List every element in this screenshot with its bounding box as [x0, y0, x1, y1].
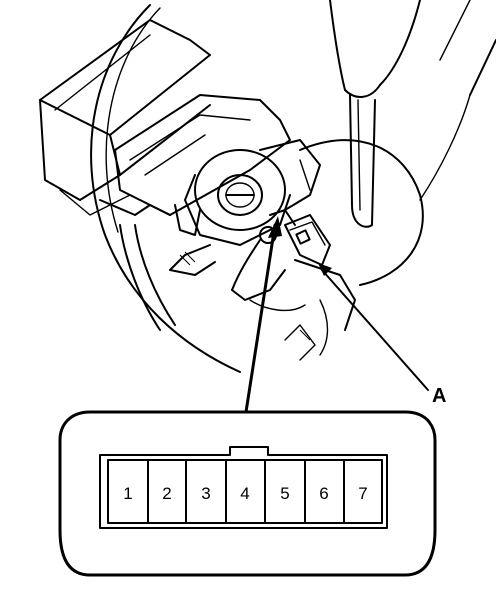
connector-pointer-line	[244, 216, 282, 414]
callout-a-leader	[318, 263, 429, 391]
connector-face-view: 1 2 3 4 5 6 7	[58, 410, 437, 577]
connector-housing	[99, 446, 388, 529]
pin-4-label: 4	[240, 484, 249, 503]
pin-1-label: 1	[123, 484, 132, 503]
callout-a-label: A	[432, 385, 446, 407]
pin-3-label: 3	[201, 484, 210, 503]
pin-cells	[107, 459, 383, 524]
pin-7-label: 7	[358, 484, 367, 503]
pin-2-label: 2	[162, 484, 171, 503]
pin-6-label: 6	[319, 484, 328, 503]
pin-5-label: 5	[280, 484, 289, 503]
steering-column-illustration	[39, 0, 496, 373]
